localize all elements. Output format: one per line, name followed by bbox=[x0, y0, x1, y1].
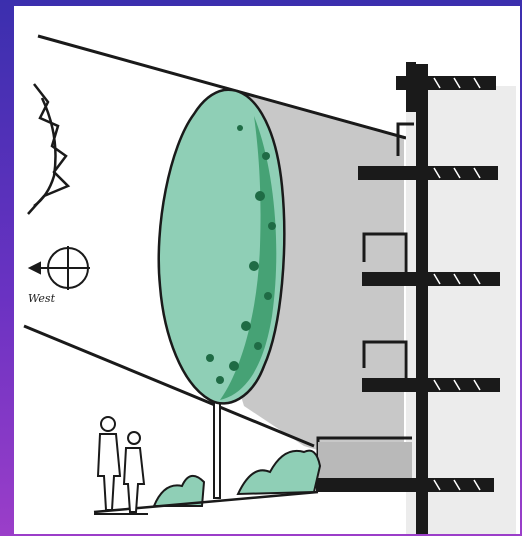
tree-icon bbox=[159, 90, 285, 498]
shading-diagram bbox=[14, 6, 520, 534]
illustration-panel: West bbox=[14, 6, 520, 534]
compass-icon bbox=[30, 246, 90, 290]
compass-label: West bbox=[28, 292, 55, 305]
people-icon bbox=[94, 417, 148, 514]
sun-icon bbox=[28, 84, 68, 214]
